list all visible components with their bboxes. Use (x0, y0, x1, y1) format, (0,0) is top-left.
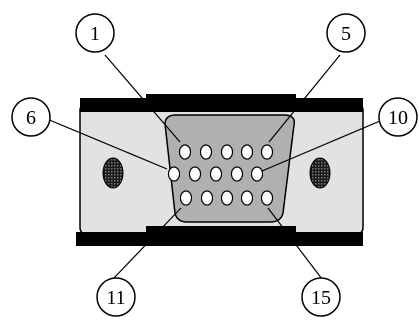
leader-line-5 (268, 54, 341, 143)
left-screw-hole (102, 157, 124, 189)
callout-label-11: 11 (106, 287, 125, 309)
pin (260, 190, 274, 206)
callout-label-1: 1 (90, 23, 100, 45)
pin (230, 166, 244, 182)
leader-line-15 (267, 207, 323, 280)
pin (250, 166, 264, 182)
leader-line-10 (261, 120, 381, 172)
top-rail-step (146, 94, 296, 104)
pin (209, 166, 223, 182)
pin (200, 190, 214, 206)
connector-insert (164, 114, 296, 223)
callout-circle-1 (75, 13, 115, 53)
callout-label-5: 5 (341, 23, 351, 45)
pin (199, 144, 213, 160)
callout-circle-6 (11, 97, 51, 137)
pin (167, 166, 181, 182)
bottom-rail-step (146, 226, 296, 236)
leader-line-11 (112, 207, 182, 280)
callout-circle-11 (96, 277, 136, 317)
pin (188, 166, 202, 182)
leader-line-1 (104, 54, 181, 143)
callout-label-6: 6 (26, 107, 36, 129)
callout-label-10: 10 (388, 107, 408, 129)
pin (178, 144, 192, 160)
right-screw-hole (309, 157, 331, 189)
pin (240, 190, 254, 206)
pin (240, 144, 254, 160)
callout-circle-5 (326, 13, 366, 53)
pin (220, 190, 234, 206)
pin (260, 144, 274, 160)
pin (179, 190, 193, 206)
callout-circle-15 (301, 277, 341, 317)
callout-label-15: 15 (311, 287, 331, 309)
pin (220, 144, 234, 160)
leader-line-6 (46, 118, 168, 170)
callout-circle-10 (378, 97, 418, 137)
